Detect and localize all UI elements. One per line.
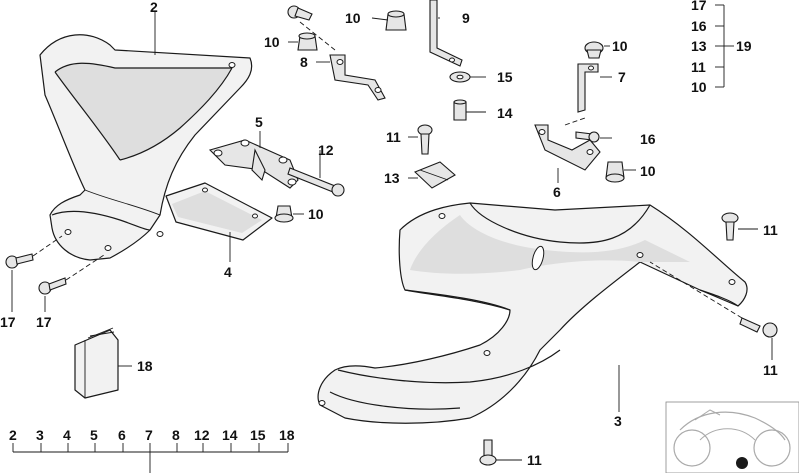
group-item: 18 [279,427,295,443]
callout-6: 6 [553,184,561,200]
motorcycle-thumbnail-icon [665,401,799,473]
callout-10: 10 [308,206,324,222]
part-17-bolt-b [38,254,105,295]
group-item: 15 [250,427,266,443]
callout-9: 9 [462,10,470,26]
part-6-bracket [534,117,601,171]
group-bracket-top-right: 17 16 13 11 10 19 [691,0,752,95]
part-8-bracket [299,21,386,101]
callout-10: 10 [345,10,361,26]
callout-11: 11 [763,362,778,378]
callout-14: 14 [497,105,513,121]
part-15-washer [449,71,471,83]
part-18-booklet [74,327,119,399]
part-7-bracket [577,63,599,113]
group-item: 10 [691,79,707,95]
group-bracket-bottom: 2 3 4 5 6 7 8 12 14 15 18 [9,427,295,473]
part-10-grommet-c [584,41,604,59]
callout-17: 17 [36,314,52,330]
group-item: 11 [691,59,706,75]
part-2-fairing-panel [39,34,253,261]
callout-10: 10 [640,163,656,179]
callout-17: 17 [0,314,16,330]
group-item: 3 [36,427,44,443]
callout-11: 11 [386,129,401,145]
callout-10: 10 [264,34,280,50]
part-11-screw-d [479,439,497,466]
group-item: 16 [691,18,707,34]
part-13-clip-nut [413,161,456,189]
callout-16: 16 [640,131,656,147]
callout-18: 18 [137,358,153,374]
part-9-vertical-bracket [429,0,463,67]
group-item: 12 [194,427,210,443]
group-item: 7 [145,427,153,443]
group-item: 5 [90,427,98,443]
part-10-grommet-d [605,161,625,183]
callout-13: 13 [384,170,400,186]
callout-11: 11 [763,222,778,238]
group-item: 6 [118,427,126,443]
part-11-screw-a [417,124,433,155]
group-item: 2 [9,427,17,443]
callout-5: 5 [255,114,263,130]
group-item: 14 [222,427,238,443]
callout-8: 8 [300,54,308,70]
part-3-lower-fairing [317,202,748,424]
part-17-bolt-a [5,235,63,269]
callout-4: 4 [224,264,232,280]
part-11-screw-b [721,212,739,241]
group-result: 19 [736,38,752,54]
callout-2: 2 [150,0,158,15]
callout-15: 15 [497,69,513,85]
part-5-bracket [208,139,299,189]
callout-11: 11 [527,452,542,468]
callout-3: 3 [614,413,622,429]
part-11-screw-c [649,261,778,338]
part-10-grommet-a [385,10,407,31]
callout-7: 7 [618,69,626,85]
group-item: 4 [63,427,71,443]
part-4-plate [165,182,273,241]
group-item: 13 [691,38,707,54]
group-item: 17 [691,0,707,13]
part-10-grommet-e [274,205,294,223]
part-10-grommet-b [297,32,318,51]
screw-top [287,5,313,21]
part-14-plug [453,99,467,121]
group-item: 8 [172,427,180,443]
part-12-long-bolt [287,167,345,197]
callout-12: 12 [318,142,334,158]
callout-10: 10 [612,38,628,54]
part-16-screw [575,131,600,143]
